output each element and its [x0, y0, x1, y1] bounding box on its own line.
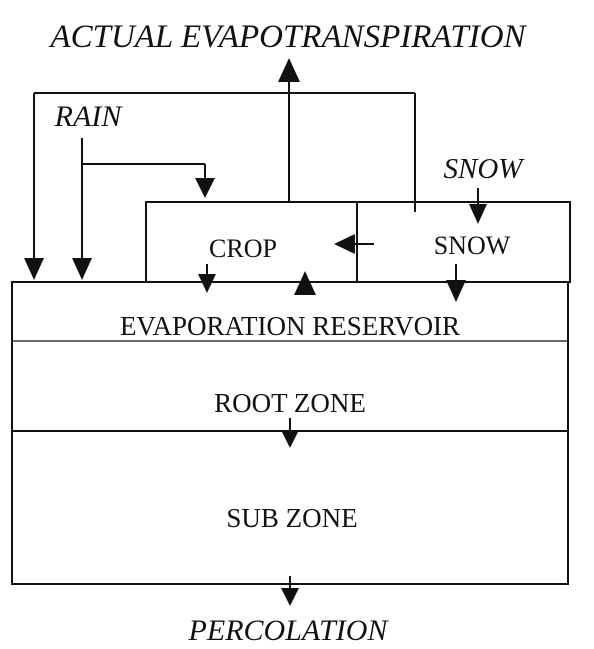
evaporation-reservoir-label: EVAPORATION RESERVOIR	[120, 311, 460, 341]
snowmelt-to-crop-arrowhead	[334, 234, 355, 254]
root-zone-label: ROOT ZONE	[214, 388, 366, 418]
rain-arrowhead	[72, 258, 92, 280]
sub-zone-label: SUB ZONE	[226, 503, 357, 533]
snowmelt-to-evap-arrowhead	[446, 280, 466, 302]
snow-input-label: SNOW	[444, 153, 526, 185]
snow-input-arrowhead	[469, 204, 487, 224]
rain-to-crop-arrowhead	[195, 178, 215, 198]
rain-label: RAIN	[54, 100, 124, 133]
et-up-arrowhead	[278, 58, 300, 82]
evap-to-crop-arrowhead	[294, 271, 316, 295]
crop-label: CROP	[209, 234, 277, 263]
percolation-arrowhead	[281, 588, 299, 606]
snow-store-label: SNOW	[434, 231, 511, 260]
actual-evapotranspiration-label: ACTUAL EVAPOTRANSPIRATION	[48, 19, 527, 55]
root-to-sub-arrowhead	[281, 430, 299, 448]
crop-to-evap-arrowhead	[198, 274, 216, 293]
percolation-label: PERCOLATION	[188, 614, 390, 647]
et-left-arrowhead	[24, 258, 44, 280]
